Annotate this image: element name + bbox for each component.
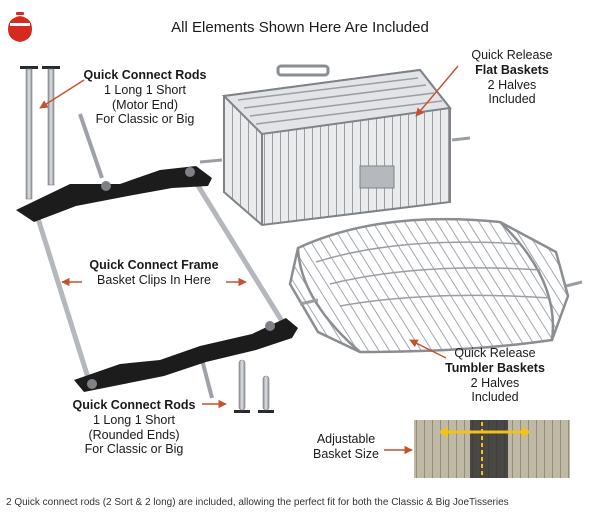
adjustable-callout: Adjustable Basket Size: [304, 432, 388, 462]
rods-bottom-line-2: (Rounded Ends): [88, 427, 180, 442]
tumbler-baskets-lead: Quick Release: [454, 346, 536, 360]
rods-top-line-2: (Motor End): [112, 97, 178, 112]
flat-baskets-lead: Quick Release: [471, 48, 553, 62]
adjustable-basket-photo: [414, 420, 570, 478]
rods-bottom-heading: Quick Connect Rods: [72, 398, 196, 412]
frame-callout: Quick Connect Frame Basket Clips In Here: [78, 258, 230, 288]
callout-arrows: [39, 65, 459, 455]
tumbler-basket-illustration: [288, 217, 583, 354]
rods-top-line-1: 1 Long 1 Short: [103, 82, 186, 97]
flat-baskets-callout: Quick Release Flat Baskets 2 Halves Incl…: [454, 48, 570, 107]
frame-line: Basket Clips In Here: [97, 272, 211, 287]
rounded-end-rods-illustration: [234, 359, 274, 413]
tumbler-baskets-arrow: [409, 339, 447, 359]
flat-baskets-line-1: 2 Halves: [487, 77, 537, 92]
footnote: 2 Quick connect rods (2 Sort & 2 long) a…: [6, 497, 509, 508]
frame-heading: Quick Connect Frame: [89, 258, 219, 272]
rods-top-callout: Quick Connect Rods 1 Long 1 Short (Motor…: [80, 68, 210, 127]
tumbler-baskets-line-2: Included: [471, 390, 519, 405]
motor-end-rods-illustration: [20, 66, 60, 200]
flat-baskets-line-2: Included: [488, 92, 536, 107]
egg-grill-icon: [8, 12, 32, 42]
rods-top-heading: Quick Connect Rods: [83, 68, 207, 82]
rods-bottom-callout: Quick Connect Rods 1 Long 1 Short (Round…: [64, 398, 204, 457]
flat-basket-illustration: [199, 64, 471, 227]
rods-bottom-line-3: For Classic or Big: [84, 442, 184, 457]
quick-connect-frame-illustration: [16, 113, 298, 399]
rods-top-arrow: [39, 79, 85, 109]
tumbler-baskets-heading: Tumbler Baskets: [445, 360, 545, 375]
page-title: All Elements Shown Here Are Included: [171, 19, 429, 36]
adjustable-line-2: Basket Size: [312, 446, 379, 461]
rods-bottom-line-1: 1 Long 1 Short: [92, 412, 175, 427]
tumbler-baskets-callout: Quick Release Tumbler Baskets 2 Halves I…: [436, 346, 554, 405]
flat-baskets-heading: Flat Baskets: [475, 62, 549, 77]
tumbler-baskets-line-1: 2 Halves: [470, 375, 520, 390]
rods-top-line-3: For Classic or Big: [95, 112, 195, 127]
flat-baskets-arrow: [415, 65, 459, 117]
adjustable-line-1: Adjustable: [316, 432, 376, 446]
